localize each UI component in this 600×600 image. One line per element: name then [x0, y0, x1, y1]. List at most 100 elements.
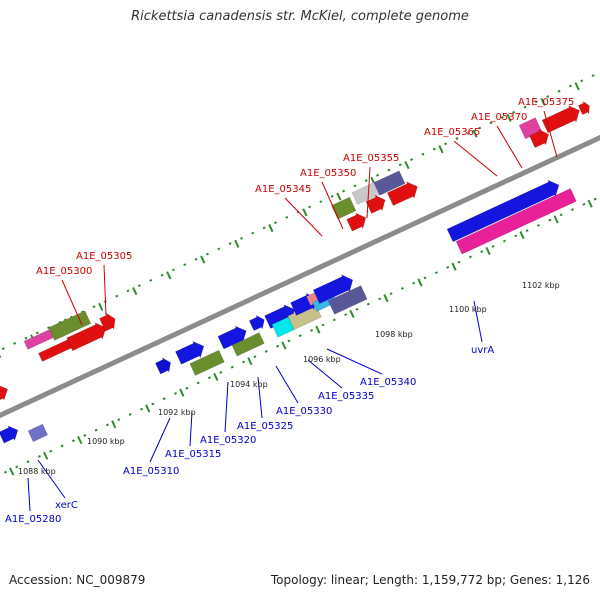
minor-tick [332, 318, 336, 322]
major-tick [587, 199, 593, 208]
minor-tick [117, 418, 121, 422]
minor-tick [149, 278, 153, 282]
gene-label[interactable]: A1E_05335 [318, 391, 374, 402]
gene-feature[interactable] [577, 100, 590, 115]
gene-feature[interactable] [529, 128, 549, 148]
major-tick [77, 435, 83, 445]
minor-tick [253, 355, 257, 359]
minor-tick [432, 147, 436, 151]
callout-line [321, 181, 344, 230]
gene-feature[interactable] [66, 322, 107, 352]
gene-label[interactable]: A1E_05345 [255, 184, 311, 195]
minor-tick [434, 271, 438, 275]
callout-line [61, 279, 83, 326]
gene-label[interactable]: A1E_05325 [237, 421, 293, 432]
tick-marks [0, 74, 597, 476]
gene-feature[interactable] [99, 312, 116, 332]
callout-line [473, 300, 483, 343]
gene-label[interactable]: xerC [55, 500, 78, 511]
minor-tick [208, 376, 212, 380]
gene-feature[interactable] [446, 179, 560, 243]
minor-tick [219, 371, 223, 374]
gene-label[interactable]: uvrA [471, 345, 494, 356]
accession-text: Accession: NC_009879 [9, 573, 146, 587]
minor-tick [523, 105, 527, 109]
gene-feature[interactable] [541, 105, 580, 134]
scale-label: 1094 kbp [230, 380, 268, 389]
gene-feature[interactable] [365, 194, 386, 214]
minor-tick [457, 260, 461, 264]
minor-tick [366, 302, 370, 306]
gene-label[interactable]: A1E_05330 [276, 406, 332, 417]
gene-feature[interactable] [48, 310, 92, 341]
minor-tick [321, 323, 325, 327]
major-tick [451, 262, 457, 271]
gene-label[interactable]: A1E_05340 [360, 377, 416, 388]
major-tick [98, 302, 104, 311]
minor-tick [582, 202, 586, 206]
minor-tick [446, 265, 450, 269]
gene-feature[interactable] [248, 314, 265, 332]
gene-feature[interactable] [312, 274, 354, 304]
gene-feature[interactable] [331, 196, 357, 220]
minor-tick [151, 402, 155, 406]
gene-label[interactable]: A1E_05305 [76, 251, 132, 262]
minor-tick [194, 257, 198, 261]
major-tick [43, 451, 49, 460]
gene-features [0, 100, 590, 444]
callout-line [27, 477, 31, 512]
gene-label[interactable]: A1E_05280 [5, 514, 61, 525]
gene-feature[interactable] [327, 285, 368, 315]
major-tick [315, 325, 321, 334]
major-tick [111, 420, 117, 429]
minor-tick [478, 126, 482, 130]
gene-label[interactable]: A1E_05350 [300, 168, 356, 179]
gene-feature[interactable] [387, 181, 418, 206]
minor-tick [115, 294, 119, 298]
gene-feature[interactable] [373, 170, 406, 196]
major-tick [302, 208, 308, 217]
minor-tick [239, 236, 243, 240]
minor-tick [344, 313, 348, 317]
gene-label[interactable]: A1E_05370 [471, 112, 527, 123]
gene-labels: A1E_05300A1E_05305A1E_05345A1E_05350A1E_… [5, 97, 574, 525]
callout-lines [27, 110, 558, 512]
minor-tick [512, 110, 516, 114]
major-tick [268, 224, 274, 233]
gene-feature[interactable] [189, 349, 225, 376]
gene-label[interactable]: A1E_05315 [165, 449, 221, 460]
minor-tick [174, 392, 178, 395]
gene-feature[interactable] [231, 332, 265, 357]
gene-label[interactable]: A1E_05355 [343, 153, 399, 164]
genome-backbone [0, 134, 600, 419]
gene-label[interactable]: A1E_05375 [518, 97, 574, 108]
gene-feature[interactable] [155, 357, 171, 375]
gene-feature[interactable] [346, 212, 367, 232]
gene-feature[interactable] [217, 325, 247, 350]
minor-tick [536, 223, 540, 227]
callout-line [37, 459, 66, 499]
minor-tick [185, 386, 189, 390]
gene-label[interactable]: A1E_05310 [123, 466, 179, 477]
gene-label[interactable]: A1E_05365 [424, 127, 480, 138]
gene-label[interactable]: A1E_05300 [36, 266, 92, 277]
gene-feature[interactable] [27, 423, 48, 443]
minor-tick [24, 336, 28, 340]
gene-feature[interactable] [0, 425, 19, 444]
major-tick [336, 192, 342, 201]
callout-line [366, 166, 371, 219]
minor-tick [355, 307, 359, 311]
major-tick [179, 388, 185, 397]
minor-tick [421, 152, 425, 156]
minor-tick [491, 244, 495, 248]
gene-feature[interactable] [455, 188, 577, 255]
gene-feature[interactable] [175, 340, 205, 365]
gene-feature[interactable] [0, 385, 8, 404]
minor-tick [534, 100, 538, 104]
minor-tick [162, 397, 166, 401]
major-tick [417, 278, 423, 287]
minor-tick [330, 194, 334, 198]
minor-tick [105, 423, 109, 427]
gene-label[interactable]: A1E_05320 [200, 435, 256, 446]
